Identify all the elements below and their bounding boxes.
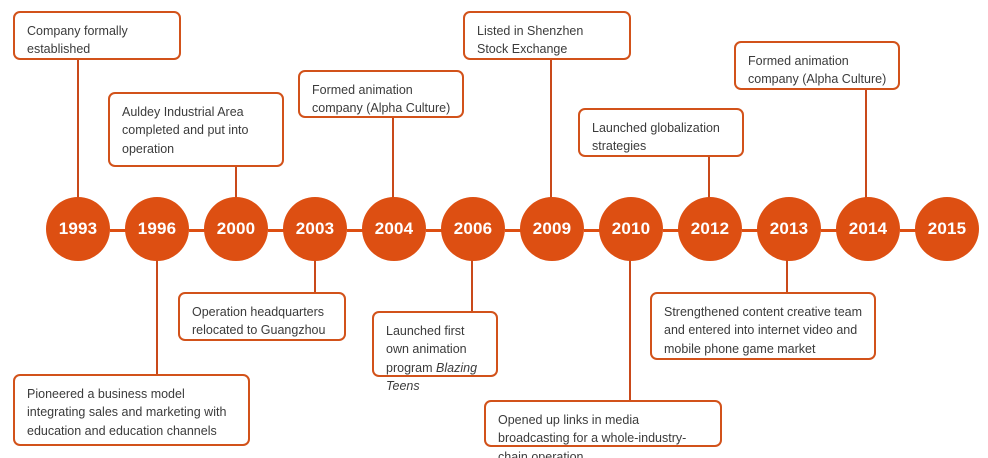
spine-segment	[821, 229, 837, 232]
year-node-2009[interactable]: 2009	[520, 197, 584, 261]
event-callout-2004[interactable]: Formed animation company (Alpha Culture)	[298, 70, 464, 118]
spine-segment	[505, 229, 521, 232]
year-node-2014[interactable]: 2014	[836, 197, 900, 261]
connector-1993	[77, 59, 79, 199]
connector-2003	[314, 259, 316, 294]
spine-segment	[426, 229, 442, 232]
connector-2009	[550, 59, 552, 199]
connector-2012	[708, 156, 710, 199]
spine-segment	[189, 229, 205, 232]
spine-segment	[663, 229, 679, 232]
event-callout-2003[interactable]: Operation headquarters relocated to Guan…	[178, 292, 346, 341]
year-node-2004[interactable]: 2004	[362, 197, 426, 261]
year-node-2010[interactable]: 2010	[599, 197, 663, 261]
connector-2013	[786, 259, 788, 294]
spine-segment	[268, 229, 284, 232]
spine-segment	[742, 229, 758, 232]
year-node-2006[interactable]: 2006	[441, 197, 505, 261]
event-text-2006-title: Blazing Teens	[386, 360, 478, 394]
year-node-1993[interactable]: 1993	[46, 197, 110, 261]
connector-2004	[392, 117, 394, 199]
event-callout-1996[interactable]: Pioneered a business model integrating s…	[13, 374, 250, 446]
spine-segment	[900, 229, 916, 232]
connector-1996	[156, 259, 158, 376]
year-node-2003[interactable]: 2003	[283, 197, 347, 261]
year-node-2012[interactable]: 2012	[678, 197, 742, 261]
year-node-1996[interactable]: 1996	[125, 197, 189, 261]
event-text-2006-plain: Launched first own animation program	[386, 324, 467, 375]
spine-segment	[110, 229, 126, 232]
year-node-2015[interactable]: 2015	[915, 197, 979, 261]
connector-2010	[629, 259, 631, 402]
year-node-2000[interactable]: 2000	[204, 197, 268, 261]
year-node-2013[interactable]: 2013	[757, 197, 821, 261]
event-callout-2009[interactable]: Listed in Shenzhen Stock Exchange	[463, 11, 631, 60]
event-callout-2014[interactable]: Formed animation company (Alpha Culture)	[734, 41, 900, 90]
event-callout-2000[interactable]: Auldey Industrial Area completed and put…	[108, 92, 284, 167]
event-callout-2012[interactable]: Launched globalization strategies	[578, 108, 744, 157]
event-callout-1993[interactable]: Company formally established	[13, 11, 181, 60]
connector-2000	[235, 166, 237, 199]
event-callout-2006[interactable]: Launched first own animation program Bla…	[372, 311, 498, 393]
connector-2014	[865, 89, 867, 199]
spine-segment	[584, 229, 600, 232]
spine-segment	[347, 229, 363, 232]
event-callout-2013[interactable]: Strengthened content creative team and e…	[650, 292, 876, 360]
event-callout-2010[interactable]: Opened up links in media broadcasting fo…	[484, 400, 722, 458]
connector-2006	[471, 259, 473, 313]
